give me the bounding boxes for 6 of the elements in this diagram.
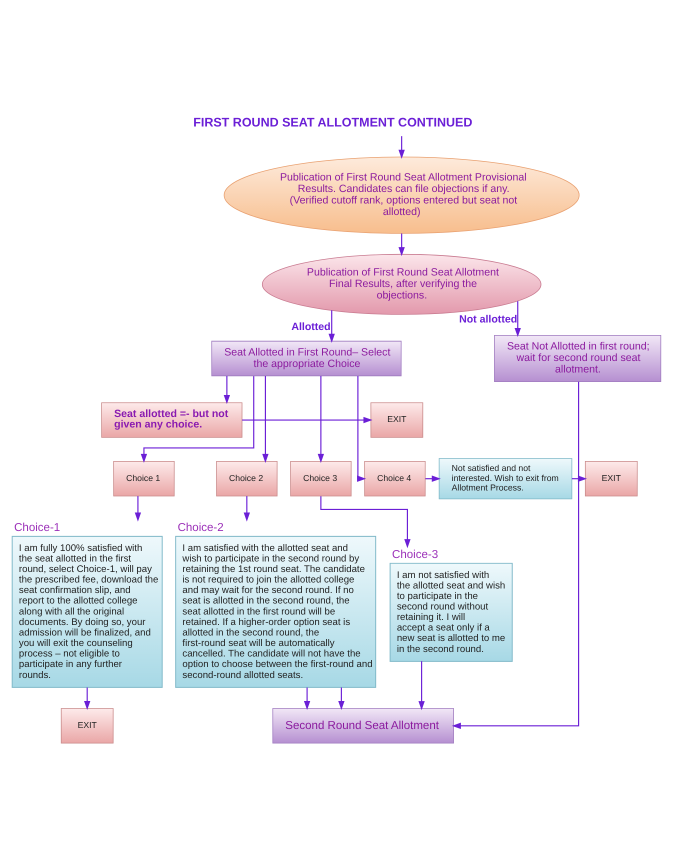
edge-label: Not allotted	[459, 313, 518, 326]
node-label: Choice-3	[392, 549, 438, 562]
edge-label: Allotted	[291, 320, 331, 333]
node-label: Choice-1	[14, 522, 60, 534]
diagram-title: FIRST ROUND SEAT ALLOTMENT CONTINUED	[193, 116, 472, 130]
node-label: Choice-2	[178, 522, 224, 534]
